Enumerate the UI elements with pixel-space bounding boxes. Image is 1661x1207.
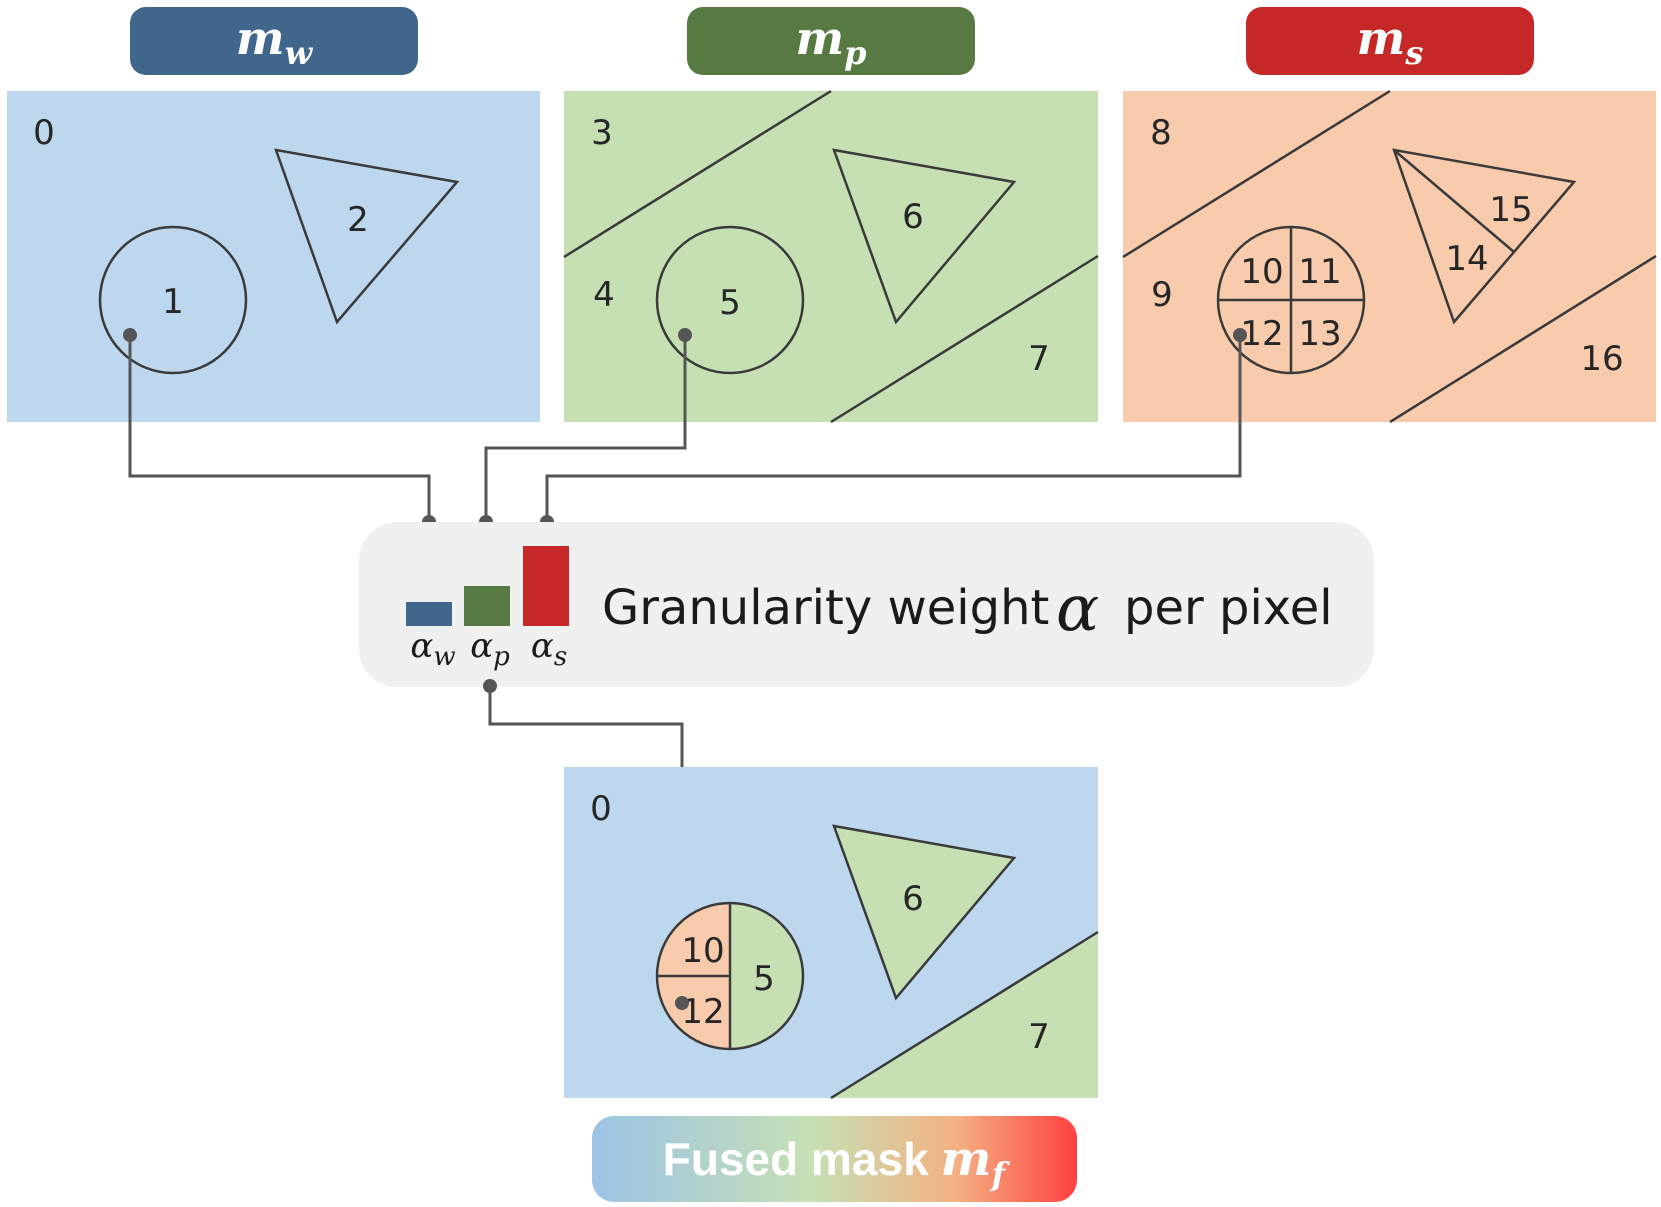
connector-ms-start-dot <box>1233 328 1247 342</box>
alpha-w-base: α <box>410 626 433 666</box>
alpha-w-sub: w <box>433 642 455 672</box>
ms-triangle-split <box>1393 149 1515 253</box>
header-mp-base: m <box>795 11 844 65</box>
fused-title-box <box>592 1116 1077 1202</box>
alpha-p-base: α <box>470 626 493 666</box>
header-mp-box <box>687 7 975 75</box>
alpha-s-base: α <box>531 626 554 666</box>
alpha-s-sub: s <box>554 642 567 672</box>
header-mp: mp <box>687 7 975 75</box>
panel-ms: 8 9 10 11 12 13 14 15 16 <box>1122 89 1657 424</box>
fused-label-12: 12 <box>681 992 724 1032</box>
panel-mw-bg <box>7 91 540 422</box>
svg-text:αp: αp <box>470 626 510 672</box>
connector-mp <box>484 335 687 522</box>
panel-ms-bg <box>1123 91 1656 422</box>
ms-label-13: 13 <box>1298 314 1341 354</box>
connector-ms <box>545 335 1242 522</box>
panel-mw: 0 1 2 <box>7 91 540 422</box>
alpha-p-sub: p <box>493 642 510 672</box>
mw-triangle-shape <box>274 148 460 325</box>
header-mp-sub: p <box>844 34 866 72</box>
mp-label-6: 6 <box>902 197 924 237</box>
weight-caption-symbol: α <box>1056 572 1099 646</box>
fused-title-text: Fused mask <box>663 1133 929 1185</box>
panel-mp: 3 4 5 6 7 <box>563 89 1099 424</box>
mw-label-1: 1 <box>162 282 184 322</box>
connector-mp-start-dot <box>678 328 692 342</box>
fused-triangle-shape <box>832 824 1017 1001</box>
ms-label-14: 14 <box>1445 239 1488 279</box>
fused-label-6: 6 <box>902 879 924 919</box>
svg-text:mw: mw <box>236 11 314 72</box>
header-ms: ms <box>1246 7 1534 75</box>
connector-mw-start-dot <box>123 328 137 342</box>
mp-diagonal-lower <box>830 254 1099 424</box>
weight-bars <box>406 546 569 626</box>
alpha-w-bar <box>406 602 452 626</box>
ms-label-16: 16 <box>1580 339 1623 379</box>
header-mw-base: m <box>236 11 285 65</box>
weight-caption-before: Granularity weight <box>602 580 1049 636</box>
mw-label-2: 2 <box>347 200 369 240</box>
mp-triangle-shape <box>832 148 1017 325</box>
panel-fused: 0 6 10 5 12 7 <box>564 767 1099 1100</box>
fused-label-10: 10 <box>681 931 724 971</box>
mp-circle-shape <box>655 225 805 375</box>
header-ms-sub: s <box>1404 34 1423 72</box>
weight-caption-after: per pixel <box>1124 580 1333 636</box>
mp-label-4: 4 <box>593 275 615 315</box>
ms-label-9: 9 <box>1151 275 1173 315</box>
svg-text:αw: αw <box>410 626 455 672</box>
fused-title-base: m <box>941 1131 992 1187</box>
fused-label-7: 7 <box>1028 1017 1050 1057</box>
ms-label-8: 8 <box>1150 113 1172 153</box>
mw-circle-shape <box>98 225 248 375</box>
ms-label-12: 12 <box>1240 314 1283 354</box>
weight-box: αw αp αs Granularity weight α per pixel <box>359 522 1374 687</box>
connector-fused-start-dot <box>483 679 497 693</box>
header-ms-box <box>1246 7 1534 75</box>
panel-mp-bg <box>564 91 1098 422</box>
fused-diagonal <box>830 930 1099 1100</box>
ms-diagonal-upper <box>1122 89 1391 259</box>
mp-label-3: 3 <box>591 113 613 153</box>
header-mw: mw <box>130 7 418 75</box>
connector-mw <box>128 335 431 522</box>
ms-diagonal-lower <box>1389 254 1657 424</box>
mp-label-5: 5 <box>719 283 741 323</box>
mp-diagonal-upper <box>563 89 832 259</box>
fused-title-sub: f <box>989 1155 1010 1193</box>
ms-label-10: 10 <box>1240 252 1283 292</box>
svg-text:mp: mp <box>795 11 866 72</box>
mw-label-0: 0 <box>33 113 55 153</box>
svg-text:αs: αs <box>531 626 567 672</box>
connector-fused-end-dot <box>675 996 689 1010</box>
header-ms-base: m <box>1357 11 1406 65</box>
mp-label-7: 7 <box>1028 339 1050 379</box>
header-mw-sub: w <box>285 34 314 72</box>
ms-label-11: 11 <box>1298 252 1341 292</box>
weight-box-bg <box>359 522 1374 687</box>
alpha-p-bar <box>464 586 510 626</box>
fused-label-5: 5 <box>753 959 775 999</box>
fused-label-0: 0 <box>590 789 612 829</box>
svg-text:ms: ms <box>1357 11 1424 72</box>
alpha-s-bar <box>523 546 569 626</box>
header-mw-box <box>130 7 418 75</box>
ms-label-15: 15 <box>1489 190 1532 230</box>
